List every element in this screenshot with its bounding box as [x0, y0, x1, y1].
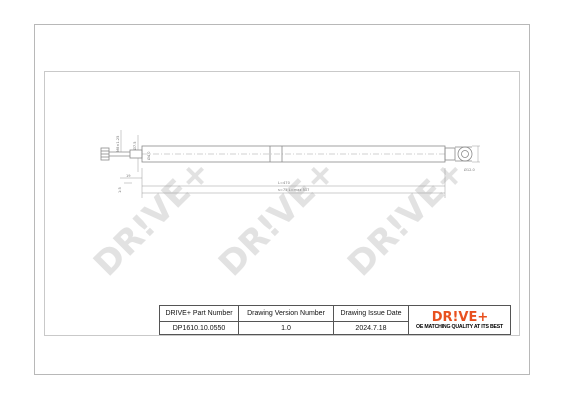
- brand-cell: DR!VE+ OE MATCHING QUALITY AT ITS BEST: [409, 306, 510, 334]
- dim-stroke-detail: s=75 L=max 517: [278, 188, 309, 192]
- dim-offset: 19: [126, 174, 131, 178]
- dim-thread: M8×1.25: [116, 136, 120, 152]
- watermark-group: DR!VE+ DR!VE+ DR!VE+: [86, 151, 473, 284]
- part-number-value: DP1610.10.0550: [172, 325, 226, 332]
- part-number-label: DRIVE+ Part Number: [160, 306, 238, 322]
- drawing-version-value: 1.0: [281, 325, 291, 332]
- part-number-cell: DRIVE+ Part Number DP1610.10.0550: [160, 306, 239, 334]
- brand-logo: DR!VE+: [431, 310, 488, 323]
- outer-frame: [34, 24, 530, 375]
- title-block: DRIVE+ Part Number DP1610.10.0550 Drawin…: [159, 305, 511, 335]
- issue-date-label: Drawing Issue Date: [334, 306, 408, 322]
- watermark-left: DR!VE+: [86, 151, 219, 284]
- dimension-lines: [120, 130, 480, 198]
- dim-body-dia: Ø4.0: [146, 151, 151, 160]
- drawing-version-cell: Drawing Version Number 1.0: [239, 306, 334, 334]
- watermark-right: DR!VE+: [340, 151, 473, 284]
- dim-stroke: L=470: [278, 181, 291, 185]
- svg-text:DR!VE+: DR!VE+: [431, 310, 488, 323]
- drawing-version-label: Drawing Version Number: [239, 306, 333, 322]
- watermark-center: DR!VE+: [211, 151, 344, 284]
- drawing-frame: [44, 71, 520, 336]
- dimension-labels: M8×1.25 Ø7.5 Ø4.0 Ø12.0 L=470 s=75 L=max…: [116, 136, 476, 193]
- dim-eye-dia: Ø12.0: [464, 167, 476, 172]
- dim-shaft-dia: Ø7.5: [132, 141, 137, 150]
- issue-date-cell: Drawing Issue Date 2024.7.18: [334, 306, 409, 334]
- shock-absorber-outline: [100, 145, 473, 163]
- issue-date-value: 2024.7.18: [355, 325, 387, 332]
- brand-tagline: OE MATCHING QUALITY AT ITS BEST: [416, 324, 503, 330]
- dim-small-tol: 1:5: [118, 187, 122, 193]
